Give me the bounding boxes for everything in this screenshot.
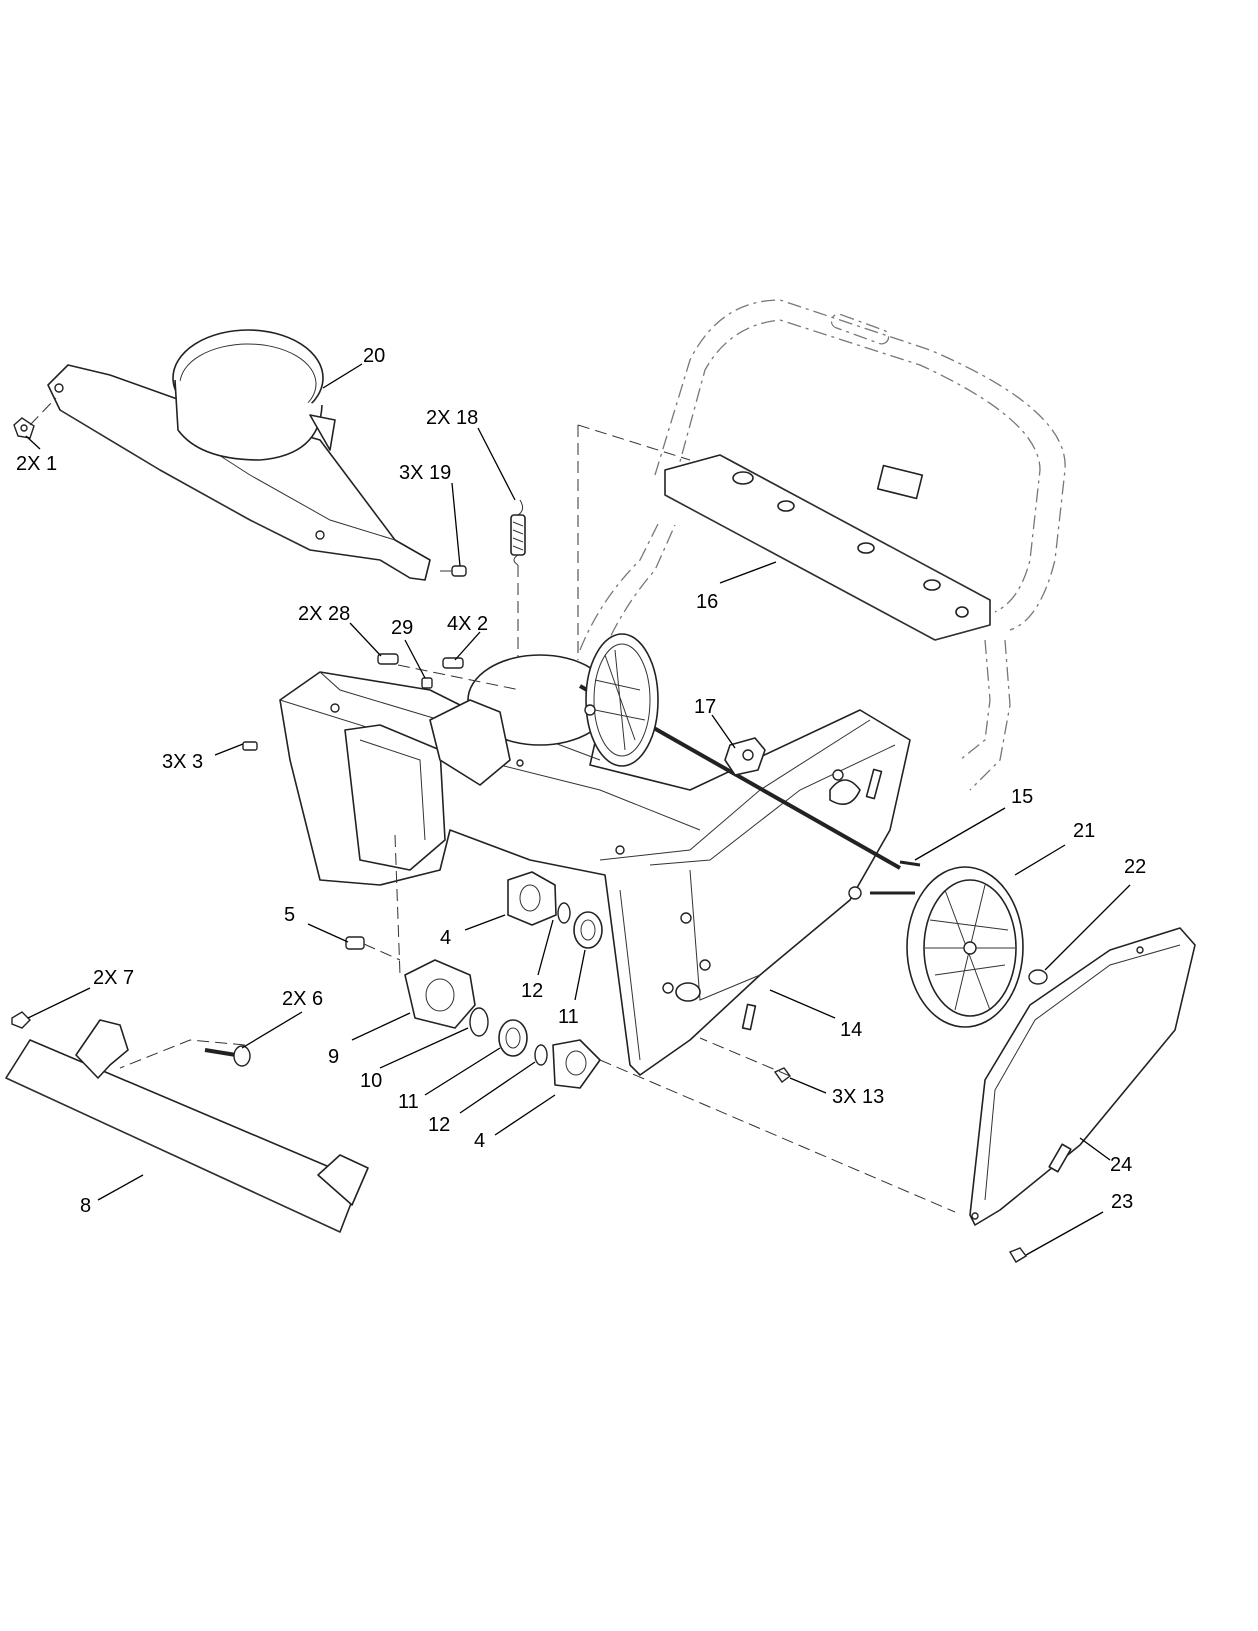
part-7-nut	[11, 1011, 31, 1029]
callout-4-lower: 4	[474, 1130, 485, 1152]
callout-2x-28: 2X 28	[298, 603, 350, 625]
callout-10: 10	[360, 1070, 382, 1092]
part-1-clip	[13, 397, 57, 439]
bearing-stack-lower	[404, 959, 601, 1089]
part-14-auger-housing	[279, 654, 911, 1076]
part-15-pin	[899, 860, 921, 867]
part-22-cap	[1028, 969, 1048, 985]
part-8-scraper-bar	[5, 1019, 369, 1233]
callout-9: 9	[328, 1046, 339, 1068]
callout-11-lower: 11	[398, 1091, 419, 1113]
callout-3x-19: 3X 19	[399, 462, 451, 484]
callout-12-lower: 12	[428, 1114, 450, 1136]
callout-20: 20	[363, 345, 385, 367]
callout-5: 5	[284, 904, 295, 926]
callout-12-upper: 12	[521, 980, 543, 1002]
callout-2x-18: 2X 18	[426, 407, 478, 429]
callout-11-upper: 11	[558, 1006, 579, 1028]
callout-2x-6: 2X 6	[282, 988, 323, 1010]
callout-4x-2: 4X 2	[447, 613, 488, 635]
part-21-wheel	[870, 866, 1024, 1028]
part-17-bracket	[724, 737, 766, 776]
leader-lines	[25, 363, 1131, 1256]
callout-3x-3: 3X 3	[162, 751, 203, 773]
callout-15: 15	[1011, 786, 1033, 808]
part-6-carriage-bolt	[204, 1045, 251, 1067]
callout-2x-7: 2X 7	[93, 967, 134, 989]
callout-2x-1: 2X 1	[16, 453, 57, 475]
part-19-screw	[440, 565, 467, 577]
part-23-bolt	[1008, 1247, 1028, 1263]
callout-24: 24	[1110, 1154, 1132, 1176]
callout-23: 23	[1111, 1191, 1133, 1213]
callout-3x-13: 3X 13	[832, 1086, 884, 1108]
callout-4-upper: 4	[440, 927, 451, 949]
part-16-control-panel	[664, 454, 991, 641]
part-24-belt-cover	[969, 927, 1196, 1226]
small-hardware	[119, 653, 956, 1213]
callout-8: 8	[80, 1195, 91, 1217]
callout-17: 17	[694, 696, 716, 718]
callout-labels: 20 2X 1 2X 18 3X 19 16 2X 28 29 4X 2 17 …	[16, 345, 1146, 1217]
part-20-chute-deflector	[47, 329, 431, 581]
axle-and-rear-wheel	[579, 633, 901, 870]
callout-16: 16	[696, 591, 718, 613]
handle-phantom	[577, 299, 1066, 791]
callout-14: 14	[840, 1019, 862, 1041]
bearing-stack-upper	[507, 871, 603, 949]
callout-22: 22	[1124, 856, 1146, 878]
callout-21: 21	[1073, 820, 1095, 842]
callout-29: 29	[391, 617, 413, 639]
